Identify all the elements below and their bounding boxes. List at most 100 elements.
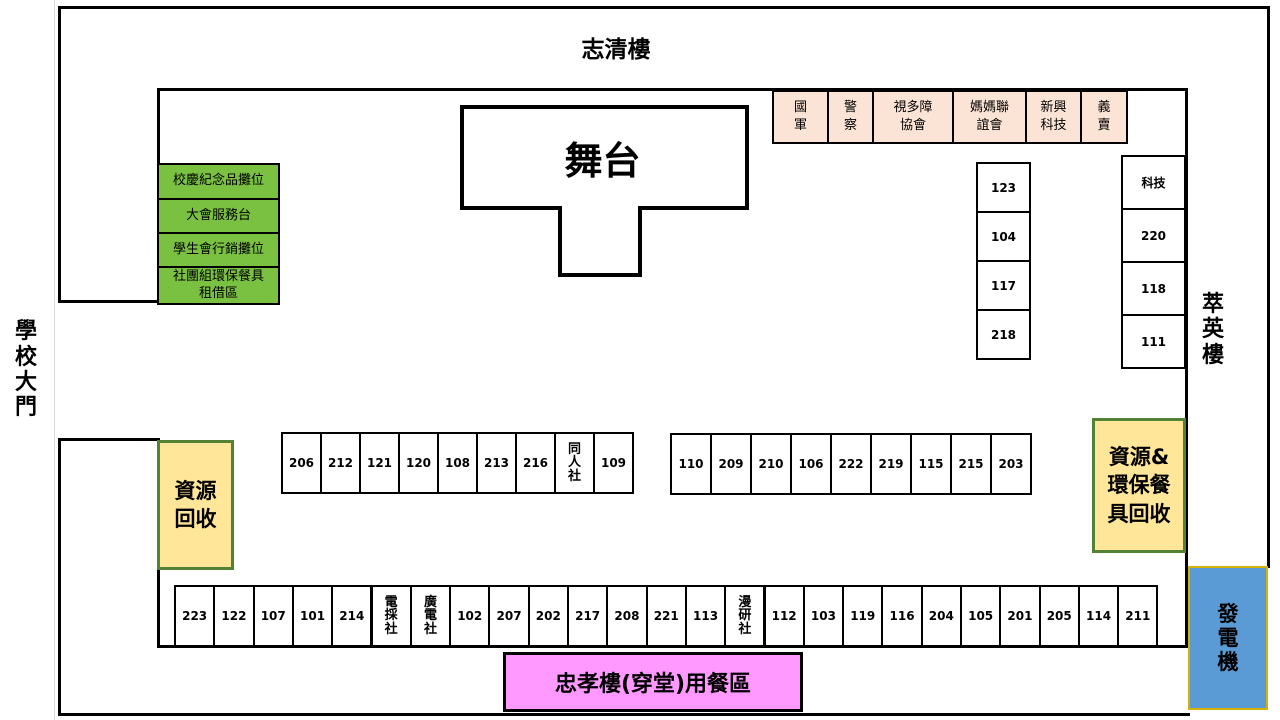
booth: 115 xyxy=(910,433,952,495)
building-label-top: 志清樓 xyxy=(581,37,651,63)
booth: 206 xyxy=(281,432,322,494)
gate-wall-lower xyxy=(58,438,158,441)
dining-area: 忠孝樓(穿堂)用餐區 xyxy=(503,652,803,712)
outer-wall-top xyxy=(58,6,1270,9)
inner-wall-right xyxy=(1185,88,1188,648)
booth: 106 xyxy=(790,433,832,495)
booth-char: 同 xyxy=(567,441,581,457)
booth-char: 漫 xyxy=(738,594,752,610)
booth-char: 社 xyxy=(738,621,752,637)
outer-wall-left-lower xyxy=(58,438,61,716)
pink-booth: 視多障協會 xyxy=(872,90,954,144)
booth: 111 xyxy=(1121,314,1186,369)
booth: 202 xyxy=(527,585,569,647)
gate-label-char: 大 xyxy=(14,370,37,395)
booth: 216 xyxy=(515,432,556,494)
booth: 117 xyxy=(976,260,1031,311)
pink-booth: 警察 xyxy=(827,90,874,144)
booth-char: 電 xyxy=(423,608,437,624)
booth-club: 廣電社 xyxy=(409,585,452,647)
inner-wall-top xyxy=(157,88,1188,91)
booth: 217 xyxy=(567,585,609,647)
booth: 110 xyxy=(670,433,712,495)
booth: 223 xyxy=(174,585,216,647)
booth-char: 採 xyxy=(384,608,398,624)
outer-wall-left-upper xyxy=(58,6,61,303)
booth: 108 xyxy=(437,432,478,494)
booth: 109 xyxy=(593,432,634,494)
booth: 105 xyxy=(960,585,1002,647)
recycle-area-left: 資源回收 xyxy=(157,440,234,570)
booth: 207 xyxy=(488,585,530,647)
booth: 123 xyxy=(976,162,1031,213)
gate-label-char: 學 xyxy=(14,319,37,345)
pink-booth: 義賣 xyxy=(1080,90,1128,144)
generator-label-char: 發 xyxy=(1217,601,1239,626)
pink-booth: 媽媽聯誼會 xyxy=(952,90,1027,144)
booth-char: 社 xyxy=(423,621,437,637)
stage-label: 舞台 xyxy=(564,139,641,183)
booth: 210 xyxy=(750,433,792,495)
booth-club: 同人社 xyxy=(554,432,595,494)
page-edge-left xyxy=(54,0,55,720)
outer-wall-bottom xyxy=(58,713,1190,716)
booth: 201 xyxy=(999,585,1041,647)
booth: 215 xyxy=(950,433,992,495)
building-label-right: 萃英樓 xyxy=(1194,280,1232,380)
booth: 218 xyxy=(976,309,1031,360)
generator-label-char: 電 xyxy=(1217,625,1239,650)
booth-club: 電採社 xyxy=(370,585,412,647)
booth: 212 xyxy=(320,432,361,494)
gate-wall-upper xyxy=(58,300,158,303)
booth: 222 xyxy=(830,433,872,495)
booth: 107 xyxy=(252,585,294,647)
recycle-area-right: 資源&環保餐具回收 xyxy=(1092,418,1186,553)
booth: 211 xyxy=(1117,585,1159,647)
booth: 120 xyxy=(398,432,439,494)
booth: 221 xyxy=(645,585,687,647)
generator-area: 發電機 xyxy=(1188,566,1268,710)
stage-shape xyxy=(460,105,749,277)
building-label-char: 萃 xyxy=(1201,292,1224,318)
booth: 220 xyxy=(1121,208,1186,263)
booth: 114 xyxy=(1077,585,1120,647)
booth: 208 xyxy=(606,585,648,647)
booth: 119 xyxy=(842,585,884,647)
booth: 122 xyxy=(213,585,255,647)
booth: 102 xyxy=(449,585,491,647)
gate-label-char: 門 xyxy=(14,395,37,421)
booth-char: 廣 xyxy=(423,594,437,610)
building-label-char: 樓 xyxy=(1201,342,1224,368)
booth: 科技 xyxy=(1121,155,1186,210)
generator-label-char: 機 xyxy=(1217,650,1239,675)
booth: 116 xyxy=(881,585,923,647)
green-booth: 社團組環保餐具租借區 xyxy=(157,266,280,305)
green-booth: 學生會行銷攤位 xyxy=(157,232,280,268)
school-gate-label: 學校大門 xyxy=(2,300,50,440)
booth-char: 社 xyxy=(384,621,398,637)
green-booth: 校慶紀念品攤位 xyxy=(157,163,280,200)
booth: 203 xyxy=(990,433,1032,495)
booth: 113 xyxy=(684,585,727,647)
booth-char: 人 xyxy=(567,455,581,471)
booth: 121 xyxy=(359,432,400,494)
booth: 112 xyxy=(763,585,805,647)
booth-club: 漫研社 xyxy=(724,585,766,647)
booth-char: 研 xyxy=(738,608,752,624)
green-booth: 大會服務台 xyxy=(157,198,280,234)
booth: 214 xyxy=(331,585,373,647)
booth: 103 xyxy=(802,585,845,647)
booth-char: 社 xyxy=(567,468,581,484)
booth: 118 xyxy=(1121,261,1186,316)
gate-label-char: 校 xyxy=(14,344,37,370)
building-label-char: 英 xyxy=(1201,317,1224,343)
booth: 205 xyxy=(1038,585,1080,647)
booth: 213 xyxy=(476,432,517,494)
pink-booth: 國軍 xyxy=(772,90,829,144)
booth-char: 電 xyxy=(384,594,398,610)
booth: 204 xyxy=(920,585,962,647)
pink-booth: 新興科技 xyxy=(1025,90,1082,144)
booth: 104 xyxy=(976,211,1031,262)
booth: 209 xyxy=(710,433,752,495)
outer-wall-right xyxy=(1267,6,1270,568)
